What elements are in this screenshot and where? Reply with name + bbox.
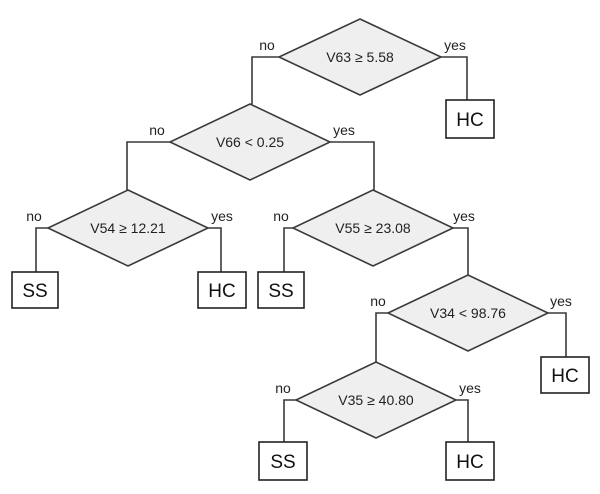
decision-label-v55: V55 ≥ 23.08 [335,220,411,236]
leaf-node-v35-no: SS [258,441,308,481]
leaf-label: HC [208,281,235,302]
edge-v66-yes [330,141,375,190]
branch-label-v34-yes: yes [550,293,572,309]
leaf-label: SS [270,452,295,473]
decision-label-v35: V35 ≥ 40.80 [338,392,414,408]
branch-label-v55-yes: yes [453,208,475,224]
branch-label-v66-no: no [149,122,165,138]
edge-v34-no [375,312,388,362]
decision-node-v34: V34 < 98.76 no yes [370,274,572,352]
tree-edges [35,56,567,442]
decision-label-v54: V54 ≥ 12.21 [90,220,166,236]
leaf-node-v54-yes: HC [197,271,247,309]
edge-v63-yes [441,56,468,100]
leaf-label: SS [268,281,293,302]
edge-v55-no [283,227,293,272]
leaf-label: HC [456,452,483,473]
branch-label-v35-yes: yes [459,380,481,396]
edge-v54-no [35,227,48,272]
decision-node-v66: V66 < 0.25 no yes [149,103,355,181]
branch-label-v63-no: no [259,37,275,53]
branch-label-v63-yes: yes [444,37,466,53]
decision-node-v63: V63 ≥ 5.58 no yes [259,18,466,96]
branch-label-v54-no: no [26,208,42,224]
leaf-node-v63-yes: HC [445,99,495,139]
edge-v35-no [283,399,296,442]
decision-label-v34: V34 < 98.76 [430,305,506,321]
leaf-label: HC [551,366,578,387]
branch-label-v66-yes: yes [333,122,355,138]
decision-label-v63: V63 ≥ 5.58 [326,49,394,65]
edge-v54-yes [208,227,222,272]
leaf-node-v55-no: SS [257,271,305,309]
leaf-node-v34-yes: HC [540,356,590,394]
decision-node-v35: V35 ≥ 40.80 no yes [275,361,481,439]
edge-v63-no [251,56,279,104]
branch-label-v34-no: no [370,293,386,309]
branch-label-v35-no: no [275,380,291,396]
decision-node-v54: V54 ≥ 12.21 no yes [26,189,233,267]
branch-label-v54-yes: yes [211,208,233,224]
edge-v66-no [126,141,170,190]
edge-v35-yes [456,399,469,442]
leaf-label: SS [22,281,47,302]
decision-node-v55: V55 ≥ 23.08 no yes [273,189,475,267]
edge-v34-yes [548,312,567,357]
decision-label-v66: V66 < 0.25 [216,134,284,150]
edge-v55-yes [453,227,469,275]
branch-label-v55-no: no [273,208,289,224]
leaf-node-v54-no: SS [11,271,59,309]
leaf-label: HC [456,110,483,131]
leaf-node-v35-yes: HC [445,441,495,481]
